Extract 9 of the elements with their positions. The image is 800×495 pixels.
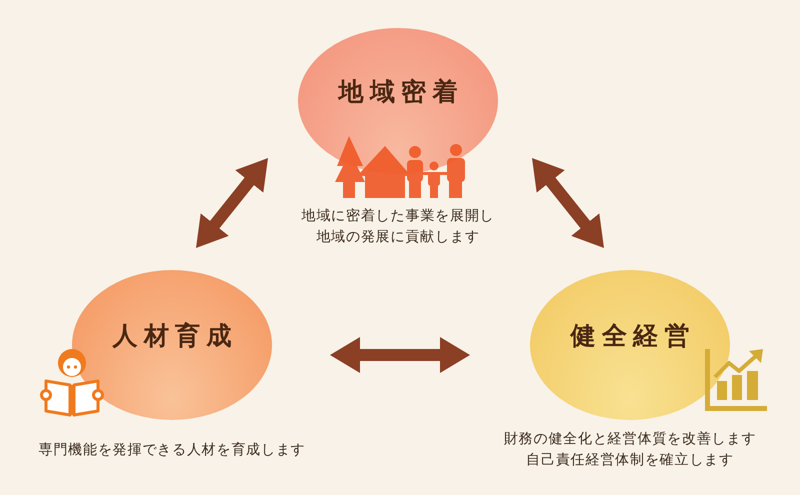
description-text: 専門機能を発揮できる人材を育成します	[37, 440, 307, 459]
double-arrow	[532, 158, 604, 248]
node-title: 健全経営	[568, 321, 696, 352]
description-text: 財務の健全化と経営体質を改善します自己責任経営体制を確立します	[502, 429, 758, 469]
double-arrow	[330, 337, 470, 373]
node-title: 人材育成	[111, 320, 238, 352]
node-title: 地域密着	[336, 77, 464, 108]
description-text: 地域に密着した事業を展開し地域の発展に貢献します	[300, 206, 496, 246]
double-arrow	[196, 158, 268, 248]
